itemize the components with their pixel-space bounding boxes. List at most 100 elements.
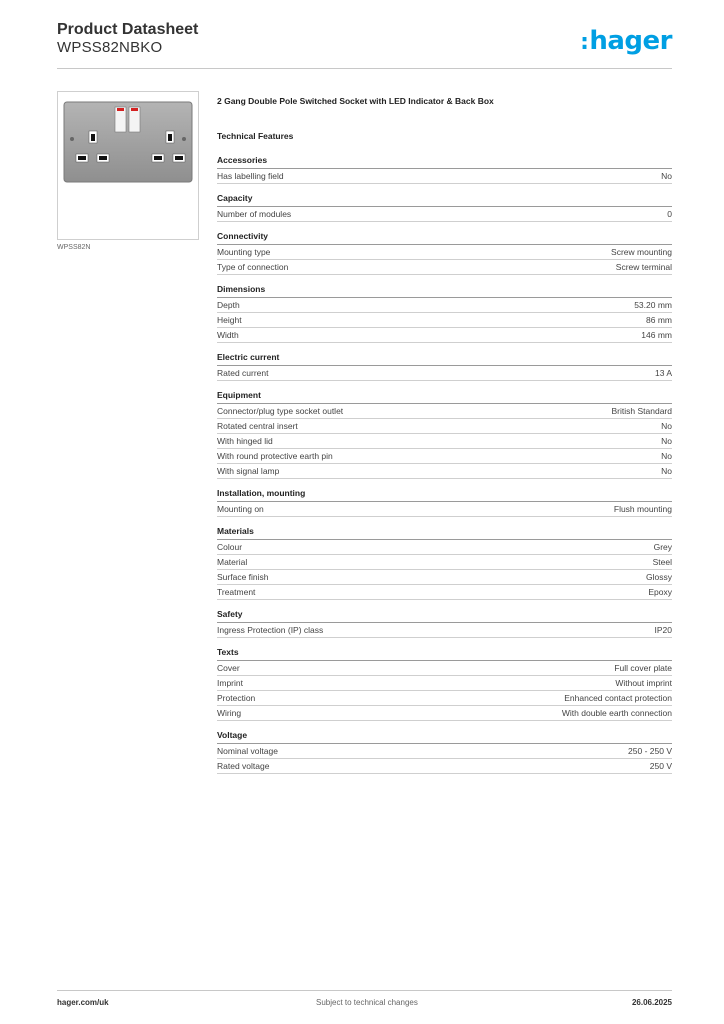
spec-label: Protection <box>217 693 256 703</box>
spec-value: Without imprint <box>615 678 672 688</box>
spec-value: 250 V <box>649 761 672 771</box>
hager-logo: :hager <box>580 26 672 56</box>
spec-value: 0 <box>667 209 672 219</box>
spec-label: Nominal voltage <box>217 746 278 756</box>
spec-value: Steel <box>652 557 672 567</box>
footer-notice: Subject to technical changes <box>316 998 418 1007</box>
spec-section-title: Materials <box>217 525 672 540</box>
spec-row: Protection Enhanced contact protection <box>217 691 672 706</box>
spec-row: Height 86 mm <box>217 313 672 328</box>
spec-section-title: Texts <box>217 646 672 661</box>
spec-row: Surface finish Glossy <box>217 570 672 585</box>
spec-row: Rated voltage 250 V <box>217 759 672 774</box>
spec-section-title: Voltage <box>217 729 672 744</box>
spec-row: Imprint Without imprint <box>217 676 672 691</box>
spec-value: 250 - 250 V <box>628 746 672 756</box>
spec-row: Mounting type Screw mounting <box>217 245 672 260</box>
spec-value: 53.20 mm <box>634 300 672 310</box>
spec-value: No <box>661 171 672 181</box>
spec-label: Mounting type <box>217 247 271 257</box>
footer-divider <box>57 990 672 991</box>
spec-section-title: Capacity <box>217 192 672 207</box>
spec-section-title: Connectivity <box>217 230 672 245</box>
spec-value: IP20 <box>654 625 673 635</box>
spec-label: Cover <box>217 663 240 673</box>
spec-section-title: Accessories <box>217 154 672 169</box>
document-title: Product Datasheet <box>57 21 199 38</box>
spec-label: Ingress Protection (IP) class <box>217 625 324 635</box>
spec-row: Ingress Protection (IP) class IP20 <box>217 623 672 638</box>
product-title: 2 Gang Double Pole Switched Socket with … <box>217 96 494 106</box>
spec-label: Rated voltage <box>217 761 270 771</box>
spec-value: No <box>661 421 672 431</box>
spec-label: Height <box>217 315 242 325</box>
product-code: WPSS82NBKO <box>57 39 163 56</box>
spec-label: Colour <box>217 542 243 552</box>
image-caption: WPSS82N <box>57 244 91 251</box>
spec-row: Wiring With double earth connection <box>217 706 672 721</box>
spec-row: Treatment Epoxy <box>217 585 672 600</box>
spec-value: Flush mounting <box>613 504 672 514</box>
spec-label: Has labelling field <box>217 171 284 181</box>
spec-row: With signal lamp No <box>217 464 672 479</box>
spec-section-title: Equipment <box>217 389 672 404</box>
spec-value: 86 mm <box>646 315 672 325</box>
spec-value: Enhanced contact protection <box>564 693 672 703</box>
spec-label: With round protective earth pin <box>217 451 333 461</box>
spec-value: No <box>661 436 672 446</box>
spec-row: Mounting on Flush mounting <box>217 502 672 517</box>
header-divider <box>57 68 672 69</box>
spec-value: Epoxy <box>648 587 672 597</box>
spec-label: Imprint <box>217 678 243 688</box>
spec-value: 146 mm <box>641 330 672 340</box>
spec-label: Mounting on <box>217 504 264 514</box>
spec-value: Grey <box>653 542 672 552</box>
spec-label: Rated current <box>217 368 269 378</box>
footer-date: 26.06.2025 <box>631 998 672 1007</box>
spec-value: Glossy <box>646 572 672 582</box>
spec-section-title: Electric current <box>217 351 672 366</box>
spec-section-title: Safety <box>217 608 672 623</box>
spec-value: Screw mounting <box>611 247 672 257</box>
spec-label: Width <box>217 330 239 340</box>
spec-value: With double earth connection <box>561 708 672 718</box>
spec-label: With signal lamp <box>217 466 280 476</box>
spec-label: Treatment <box>217 587 256 597</box>
footer-website: hager.com/uk <box>57 998 109 1007</box>
spec-row: Rotated central insert No <box>217 419 672 434</box>
logo-colon-mark: : <box>580 30 589 55</box>
spec-row: Nominal voltage 250 - 250 V <box>217 744 672 759</box>
socket-illustration <box>63 101 193 183</box>
spec-row: Rated current 13 A <box>217 366 672 381</box>
spec-row: Has labelling field No <box>217 169 672 184</box>
spec-label: Rotated central insert <box>217 421 298 431</box>
spec-section-title: Installation, mounting <box>217 487 672 502</box>
spec-value: No <box>661 466 672 476</box>
spec-value: Screw terminal <box>615 262 672 272</box>
spec-value: 13 A <box>654 368 672 378</box>
spec-row: Colour Grey <box>217 540 672 555</box>
spec-label: Material <box>217 557 248 567</box>
spec-label: Connector/plug type socket outlet <box>217 406 344 416</box>
spec-label: Depth <box>217 300 240 310</box>
technical-features-heading: Technical Features <box>217 131 294 141</box>
spec-row: Material Steel <box>217 555 672 570</box>
spec-label: Wiring <box>217 708 242 718</box>
spec-label: Surface finish <box>217 572 269 582</box>
product-details: 2 Gang Double Pole Switched Socket with … <box>217 96 672 774</box>
